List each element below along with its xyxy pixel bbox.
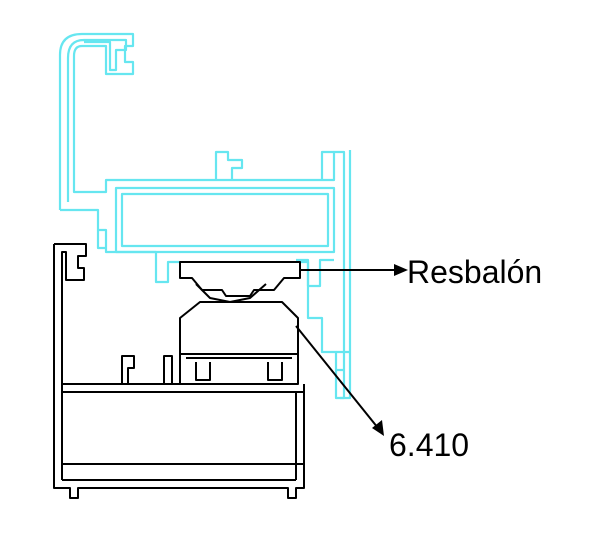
upper-sash-right-groove — [300, 258, 334, 288]
upper-sash-shoulder — [60, 208, 116, 254]
frame-outline — [53, 244, 305, 499]
upper-sash-bottom-groove — [116, 250, 180, 284]
resbalon-arrowhead — [394, 264, 408, 276]
upper-sash-inner-outline — [66, 38, 128, 202]
part-number-label: 6.410 — [389, 427, 469, 463]
latch-neck — [195, 283, 267, 303]
frame-fin-left — [121, 355, 135, 384]
upper-sash-right-leg — [340, 150, 352, 400]
lower-frame-profile — [53, 243, 305, 499]
upper-sash-right-clip — [336, 350, 350, 372]
upper-sash-top-fin-right — [320, 150, 334, 180]
upper-sash-chamber-inner — [120, 192, 330, 248]
resbalon-label: Resbalón — [407, 254, 542, 290]
gasket-base — [179, 354, 299, 385]
gasket-body — [179, 301, 299, 355]
frame-fin-mid — [163, 355, 173, 384]
upper-sash-profile — [58, 32, 352, 400]
latch-top-bar — [179, 261, 301, 297]
frame-top-hook — [54, 243, 87, 480]
upper-sash-outline — [58, 32, 346, 400]
part-number-leader-line — [295, 325, 379, 429]
gasket-feet — [195, 362, 283, 381]
upper-sash-left-channel — [96, 230, 106, 250]
part-number-arrowhead — [372, 420, 384, 436]
upper-sash-chamber — [114, 186, 336, 254]
upper-sash-top-fin-left — [214, 150, 244, 180]
latch-piece — [179, 261, 301, 303]
leader-lines — [295, 264, 408, 436]
